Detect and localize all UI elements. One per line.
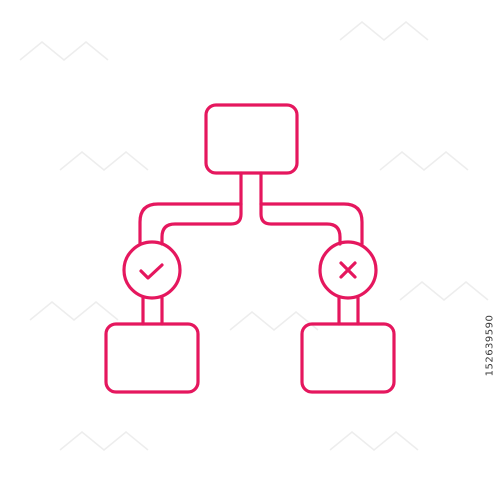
branch-connector-outer [259,202,364,246]
watermark-mark [379,151,469,171]
watermark-mark [229,311,319,331]
watermark-mark [29,301,119,321]
top-process-box [204,103,299,175]
approve-node [122,240,182,300]
branch-connector-inner [160,202,243,246]
watermark-mark [339,21,429,41]
watermark-mark [59,151,149,171]
check-icon [139,263,164,280]
cross-icon [339,261,357,279]
reject-node [318,240,378,300]
watermark-mark [329,431,419,451]
watermark-mark [59,431,149,451]
right-outcome-box [300,322,396,394]
watermark-mark [19,41,109,61]
left-outcome-box [104,322,200,394]
watermark-mark [399,281,489,301]
stock-image-id: 152639590 [484,314,496,377]
branch-connector-outer [138,202,243,246]
branch-connector-inner [259,202,342,246]
